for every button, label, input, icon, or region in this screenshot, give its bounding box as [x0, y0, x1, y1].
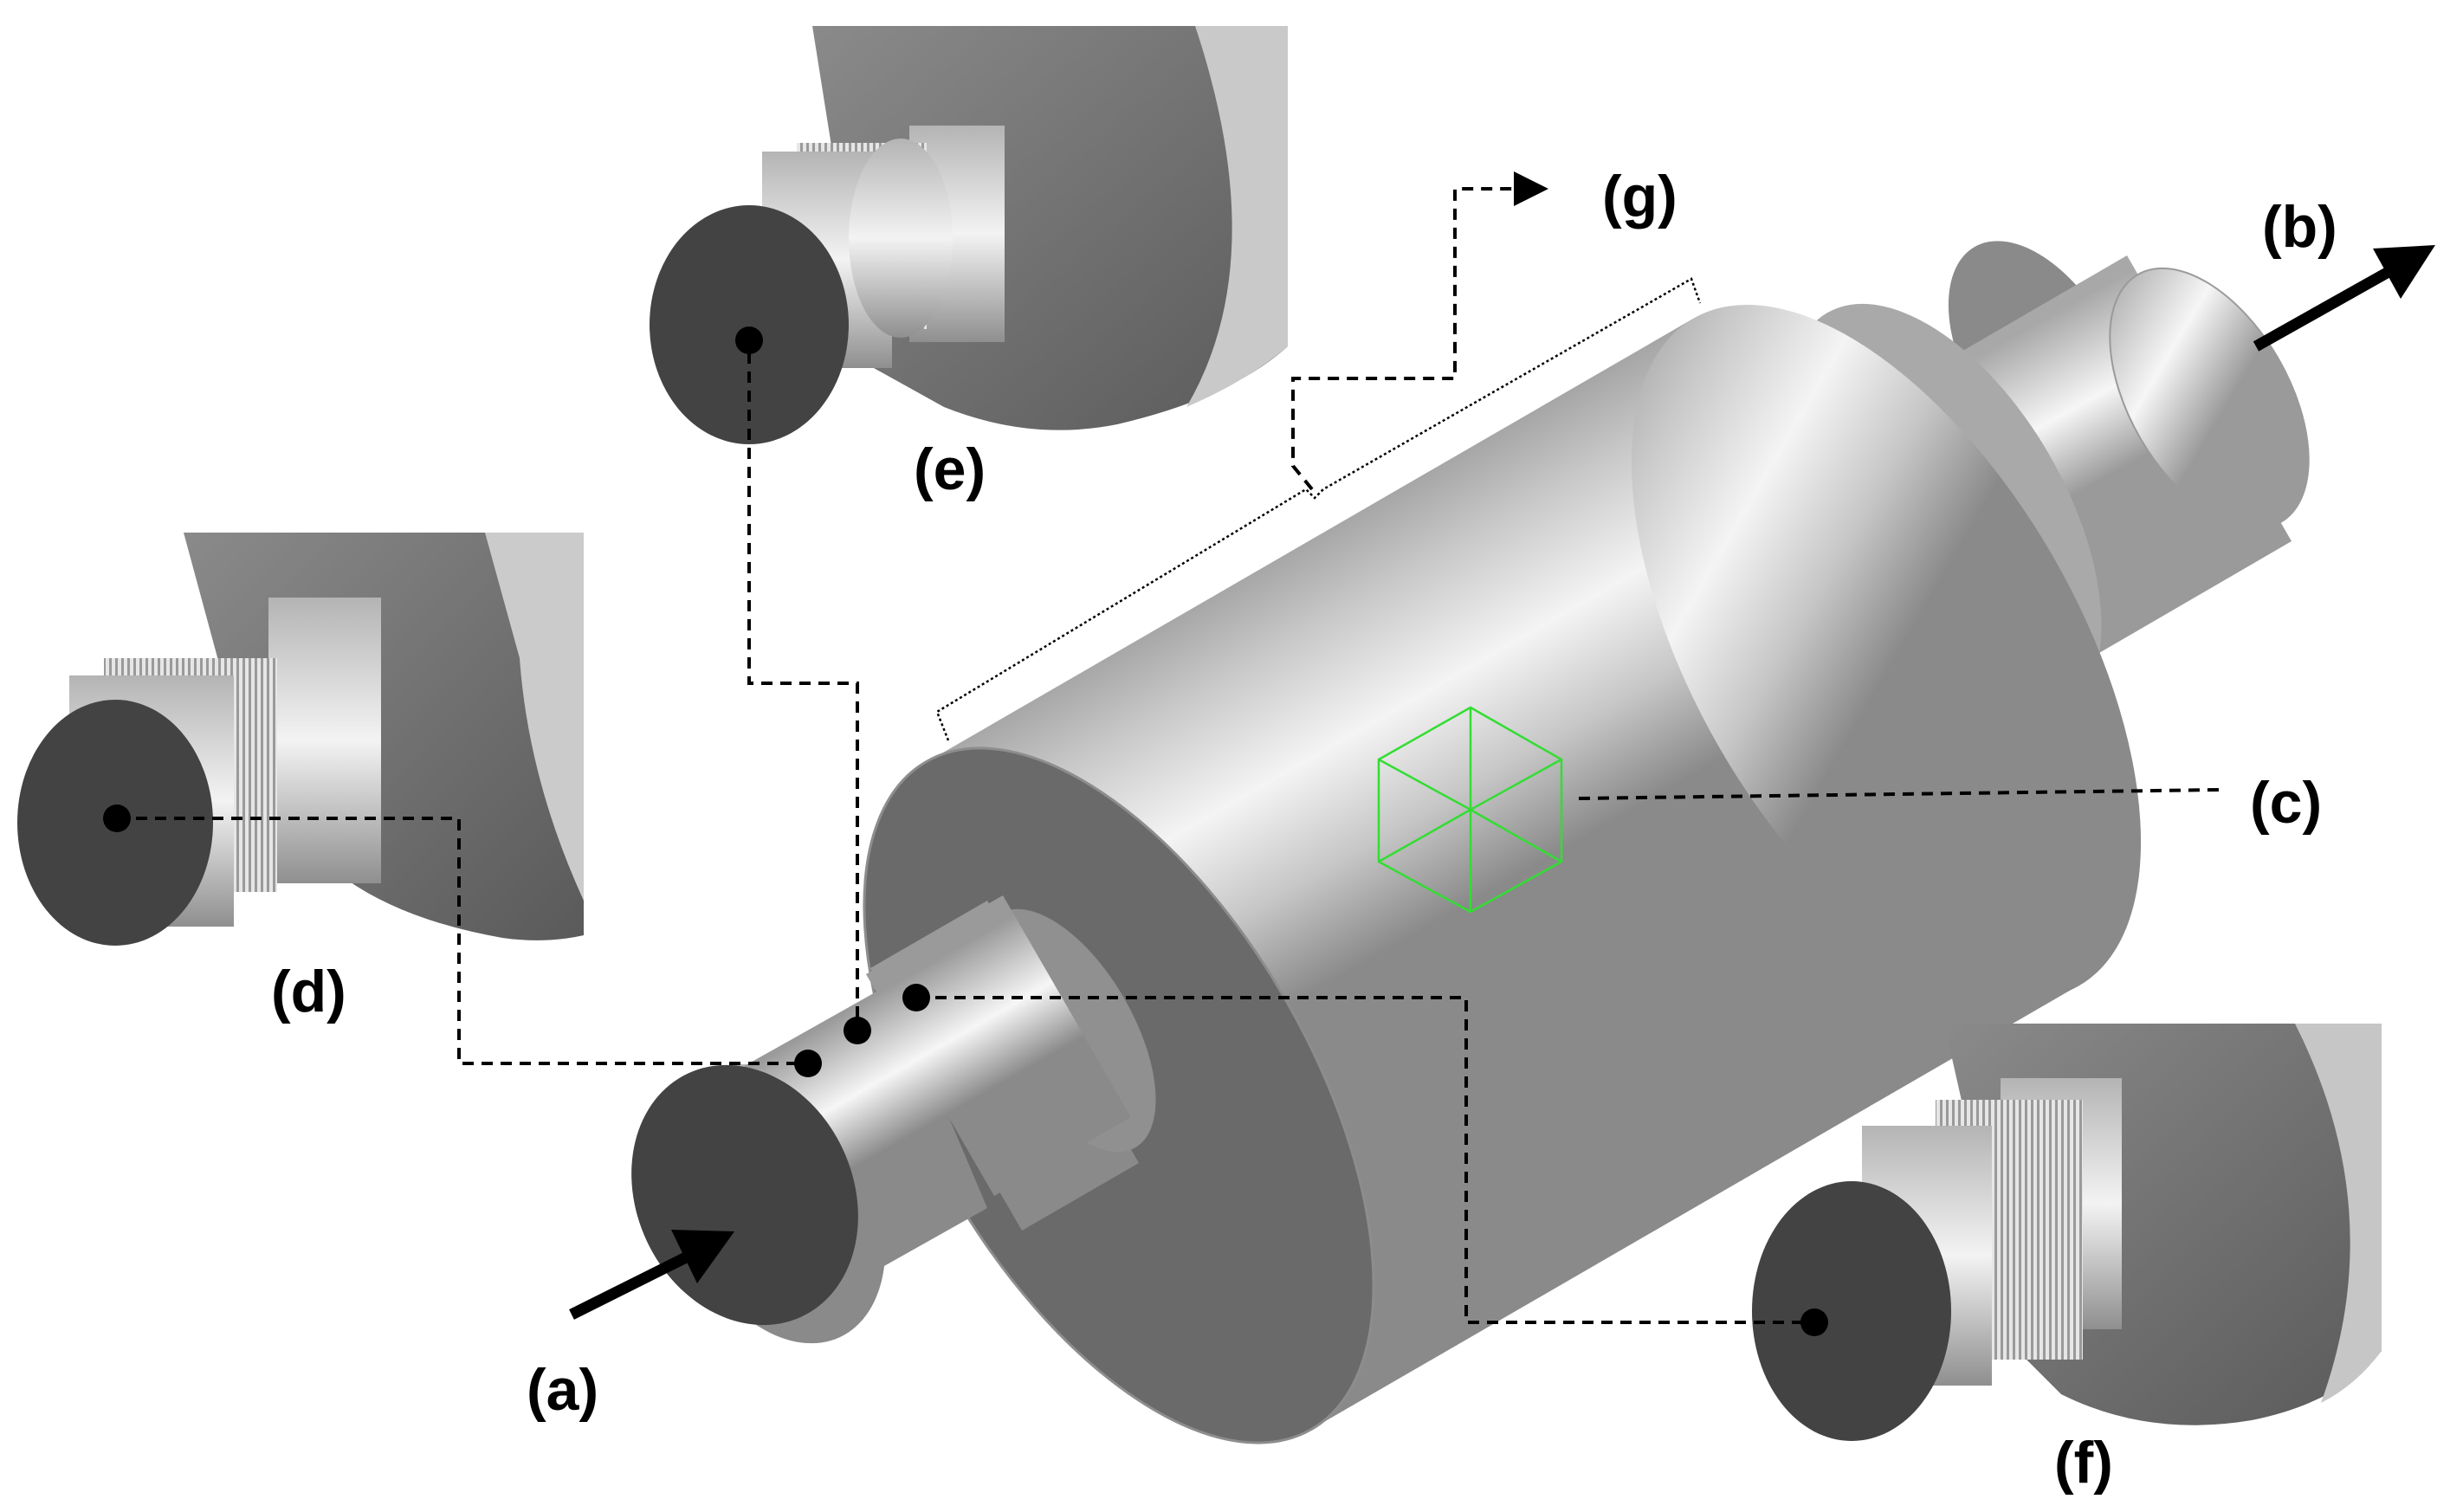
leader-lines: [117, 171, 2220, 1324]
dot-f-end: [1800, 1308, 1828, 1336]
dot-d-end: [103, 804, 131, 832]
inset-e-face: [650, 205, 849, 444]
wireframe-cube-icon: [1377, 706, 1563, 914]
label-c: (c): [2250, 770, 2322, 836]
cylinder-end-far: [1631, 304, 2142, 1000]
leader-f: [916, 996, 1814, 1324]
inset-d: [17, 533, 584, 946]
arrow-right-icon: [569, 1230, 734, 1320]
dot-e-start: [844, 1017, 871, 1044]
inlet-shaft: [631, 895, 1156, 1344]
probe-dots: [103, 326, 1828, 1336]
label-f: (f): [2054, 1430, 2113, 1496]
leader-g: [1291, 171, 1548, 491]
inset-e: [650, 26, 1288, 444]
label-a: (a): [527, 1357, 598, 1423]
leader-d: [117, 817, 808, 1065]
label-e: (e): [914, 436, 986, 502]
arrow-right-icon: [2253, 245, 2435, 352]
region-g-bracket: [935, 277, 1702, 741]
label-d: (d): [271, 959, 346, 1024]
dot-d-start: [794, 1050, 822, 1077]
dot-e-end: [735, 326, 763, 354]
dot-f-start: [902, 984, 930, 1011]
inset-f: [1752, 1024, 2382, 1441]
label-b: (b): [2262, 194, 2337, 260]
leader-e: [747, 333, 859, 1031]
inset-f-face: [1752, 1181, 1951, 1441]
main-shaft: [631, 241, 2310, 1444]
label-g: (g): [1602, 164, 1678, 229]
